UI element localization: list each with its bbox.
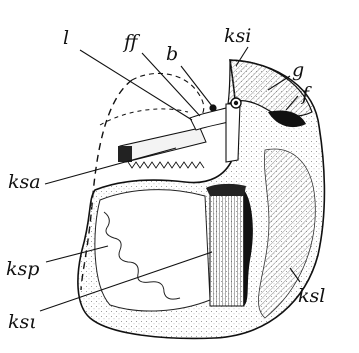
serrated-tube — [120, 128, 206, 162]
blob-b — [209, 104, 216, 111]
label-ksa: ksa — [8, 171, 41, 193]
duct-opening-inner — [234, 101, 238, 105]
striated-column — [210, 188, 244, 306]
leader-ksa — [45, 148, 176, 184]
dashed-upper-outline — [132, 73, 204, 118]
label-b: b — [166, 43, 178, 65]
label-ksi-top: ksi — [224, 25, 251, 47]
label-ksp: ksp — [6, 258, 39, 280]
dark-edge-left — [206, 184, 246, 196]
label-g: g — [292, 59, 304, 81]
vertical-duct — [226, 104, 240, 162]
tube-end — [118, 146, 132, 162]
label-ksl: ksl — [298, 285, 325, 307]
label-ff: ff — [122, 31, 141, 53]
label-ksi-bottom: ksι — [8, 311, 37, 333]
serrated-edge — [128, 162, 204, 168]
label-l: l — [63, 27, 69, 49]
dashed-inner-outline — [100, 109, 188, 125]
inner-cavity — [95, 190, 210, 311]
